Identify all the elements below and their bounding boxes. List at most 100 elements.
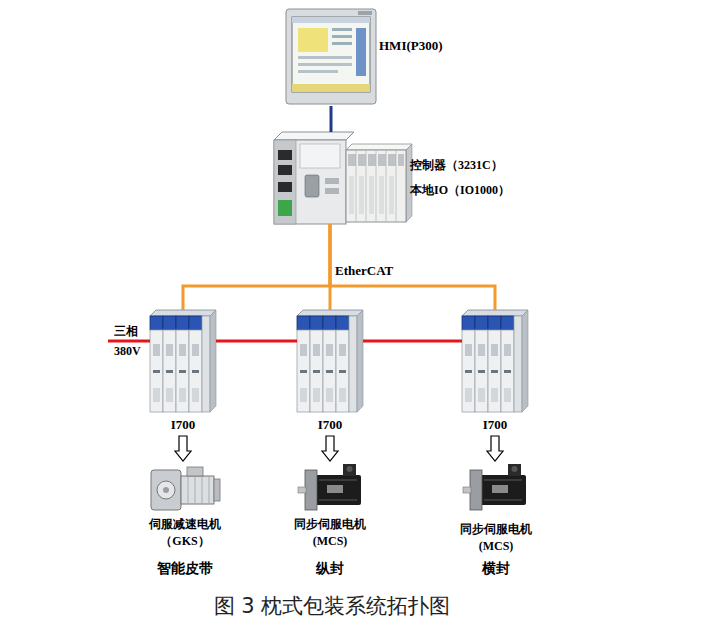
controller-picture bbox=[278, 165, 292, 175]
motor-node: 同步伺服电机(MCS)纵封 bbox=[295, 462, 365, 514]
hmi-picture bbox=[292, 17, 370, 92]
drive-picture bbox=[150, 310, 216, 412]
device-label: 伺服减速电机 bbox=[149, 517, 221, 531]
controller-picture bbox=[356, 150, 357, 222]
controller-picture bbox=[366, 150, 367, 222]
gearmotor-picture bbox=[181, 476, 214, 504]
gearmotor-picture bbox=[187, 467, 203, 476]
gearmotor-picture bbox=[157, 481, 175, 499]
motor-node: 伺服减速电机（GKS）智能皮带 bbox=[148, 462, 222, 514]
gearmotor-picture bbox=[163, 487, 169, 493]
connector bbox=[487, 436, 503, 461]
controller-picture bbox=[379, 176, 384, 214]
servo-motor-picture bbox=[298, 464, 361, 510]
controller-picture bbox=[396, 150, 397, 222]
controller-picture bbox=[278, 150, 292, 160]
hmi-picture bbox=[332, 35, 352, 38]
hmi-picture bbox=[286, 9, 376, 104]
controller-picture bbox=[349, 176, 354, 214]
power-feed-line bbox=[108, 340, 150, 343]
ether-line bbox=[183, 224, 330, 310]
bus-label: EtherCAT bbox=[333, 263, 395, 279]
controller-picture bbox=[386, 150, 387, 222]
controller-picture bbox=[278, 182, 292, 192]
controller-picture bbox=[274, 132, 412, 224]
controller-picture bbox=[376, 150, 377, 222]
controller-picture bbox=[388, 154, 396, 166]
model-label: （GKS） bbox=[160, 534, 209, 548]
device-label: 同步伺服电机 bbox=[460, 522, 532, 536]
hmi-picture bbox=[286, 9, 376, 104]
hmi-picture bbox=[298, 63, 352, 66]
controller-picture bbox=[389, 176, 394, 214]
controller-picture bbox=[274, 140, 346, 224]
gearmotor-picture bbox=[209, 477, 210, 503]
connector bbox=[330, 224, 495, 310]
hmi-node: HMI(P300) bbox=[285, 8, 377, 106]
model-label: (MCS) bbox=[313, 534, 348, 548]
hmi-picture bbox=[292, 84, 370, 92]
figure-caption: 图 3 枕式包装系统拓扑图 bbox=[0, 592, 664, 620]
controller-picture bbox=[398, 154, 404, 166]
hmi-picture bbox=[356, 28, 366, 76]
controller-picture bbox=[274, 140, 296, 224]
power-label: 三相 380V bbox=[114, 321, 146, 361]
controller-picture bbox=[325, 178, 339, 184]
controller-node: 控制器（3231C）本地IO（IO1000） bbox=[272, 132, 408, 224]
drive-node: I700 bbox=[297, 310, 363, 435]
gearmotor-picture bbox=[202, 477, 203, 503]
controller-picture bbox=[378, 154, 386, 166]
hmi-picture bbox=[298, 28, 328, 52]
connector bbox=[175, 436, 191, 461]
controller-picture bbox=[348, 154, 356, 166]
hollow-arrow bbox=[322, 436, 338, 461]
hmi-picture bbox=[332, 42, 352, 45]
device-label: I700 bbox=[318, 417, 343, 433]
controller-picture bbox=[278, 200, 292, 216]
controller-picture bbox=[359, 176, 364, 214]
hollow-arrow bbox=[487, 436, 503, 461]
controller-picture bbox=[300, 144, 340, 168]
controller-picture bbox=[325, 188, 339, 194]
device-label: HMI(P300) bbox=[379, 38, 443, 54]
power-feed-line bbox=[108, 341, 150, 342]
controller-picture bbox=[305, 175, 319, 197]
drive-picture bbox=[297, 310, 363, 412]
ether-line bbox=[330, 224, 495, 310]
servo-motor-picture bbox=[463, 464, 526, 510]
controller-picture bbox=[358, 154, 366, 166]
drive-picture bbox=[462, 310, 528, 412]
motor-node: 同步伺服电机(MCS)横封 bbox=[460, 462, 532, 514]
gearmotor-picture bbox=[195, 477, 196, 503]
gearmotor-picture bbox=[188, 477, 189, 503]
controller-picture bbox=[368, 154, 376, 166]
controller-picture bbox=[369, 176, 374, 214]
device-label: I700 bbox=[483, 417, 508, 433]
connector bbox=[216, 341, 297, 342]
drive-node: I700 bbox=[150, 310, 216, 435]
function-label: 智能皮带 bbox=[157, 561, 213, 578]
gearmotor-picture bbox=[214, 479, 220, 501]
controller-picture bbox=[346, 150, 406, 222]
hollow-arrow bbox=[175, 436, 191, 461]
gearmotor-picture bbox=[151, 470, 181, 510]
hmi-picture bbox=[298, 56, 352, 59]
device-label: I700 bbox=[171, 417, 196, 433]
hmi-picture bbox=[298, 70, 338, 73]
hmi-picture bbox=[292, 17, 370, 23]
connector bbox=[331, 106, 332, 132]
function-label: 纵封 bbox=[316, 561, 344, 578]
gearmotor-picture bbox=[151, 467, 220, 510]
hmi-picture bbox=[358, 11, 372, 15]
connector bbox=[322, 436, 338, 461]
model-label: (MCS) bbox=[479, 539, 514, 553]
controller-picture bbox=[346, 144, 412, 150]
device-label: 控制器（3231C） bbox=[410, 158, 503, 172]
device-label: 同步伺服电机 bbox=[294, 517, 366, 531]
connector bbox=[363, 341, 462, 342]
red-line bbox=[216, 340, 297, 343]
drive-node: I700 bbox=[462, 310, 528, 435]
